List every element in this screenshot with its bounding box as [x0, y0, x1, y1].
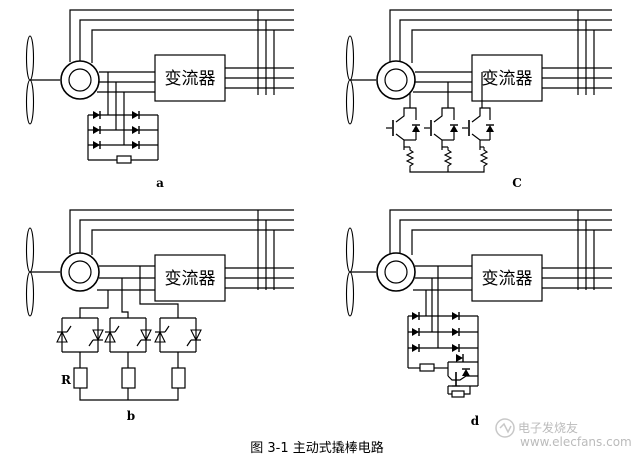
panel-label-b: b — [127, 409, 135, 423]
resistor-icon — [451, 390, 465, 398]
panel-b: 变流器 — [25, 209, 294, 423]
panel-a: 变流器 a — [25, 9, 294, 190]
resistor-label: R — [61, 373, 72, 387]
resistor-icon — [121, 367, 136, 389]
resistor-icon — [116, 155, 132, 164]
resistor-icon — [419, 363, 435, 372]
converter-label: 变流器 — [482, 269, 533, 289]
panel-label-a: a — [156, 176, 164, 190]
panel-d: 变流器 d — [345, 209, 612, 428]
converter-label: 变流器 — [165, 69, 216, 89]
generator-icon — [60, 60, 100, 100]
generator-icon — [60, 252, 100, 292]
figure-caption: 图 3-1 主动式撬棒电路 — [250, 440, 384, 456]
converter-label: 变流器 — [165, 269, 216, 289]
watermark-text: 电子发烧友 — [518, 420, 578, 435]
resistor-icon — [171, 367, 186, 389]
panel-label-d: d — [471, 414, 480, 428]
watermark-logo: 电子发烧友 www.elecfans.com — [495, 418, 632, 449]
converter-label: 变流器 — [482, 69, 533, 89]
generator-icon — [376, 252, 416, 292]
generator-icon — [376, 60, 416, 100]
watermark-url: www.elecfans.com — [520, 435, 632, 449]
resistor-icon — [73, 367, 88, 389]
panel-label-c: C — [512, 176, 522, 190]
panel-c: 变流器 — [345, 9, 612, 190]
